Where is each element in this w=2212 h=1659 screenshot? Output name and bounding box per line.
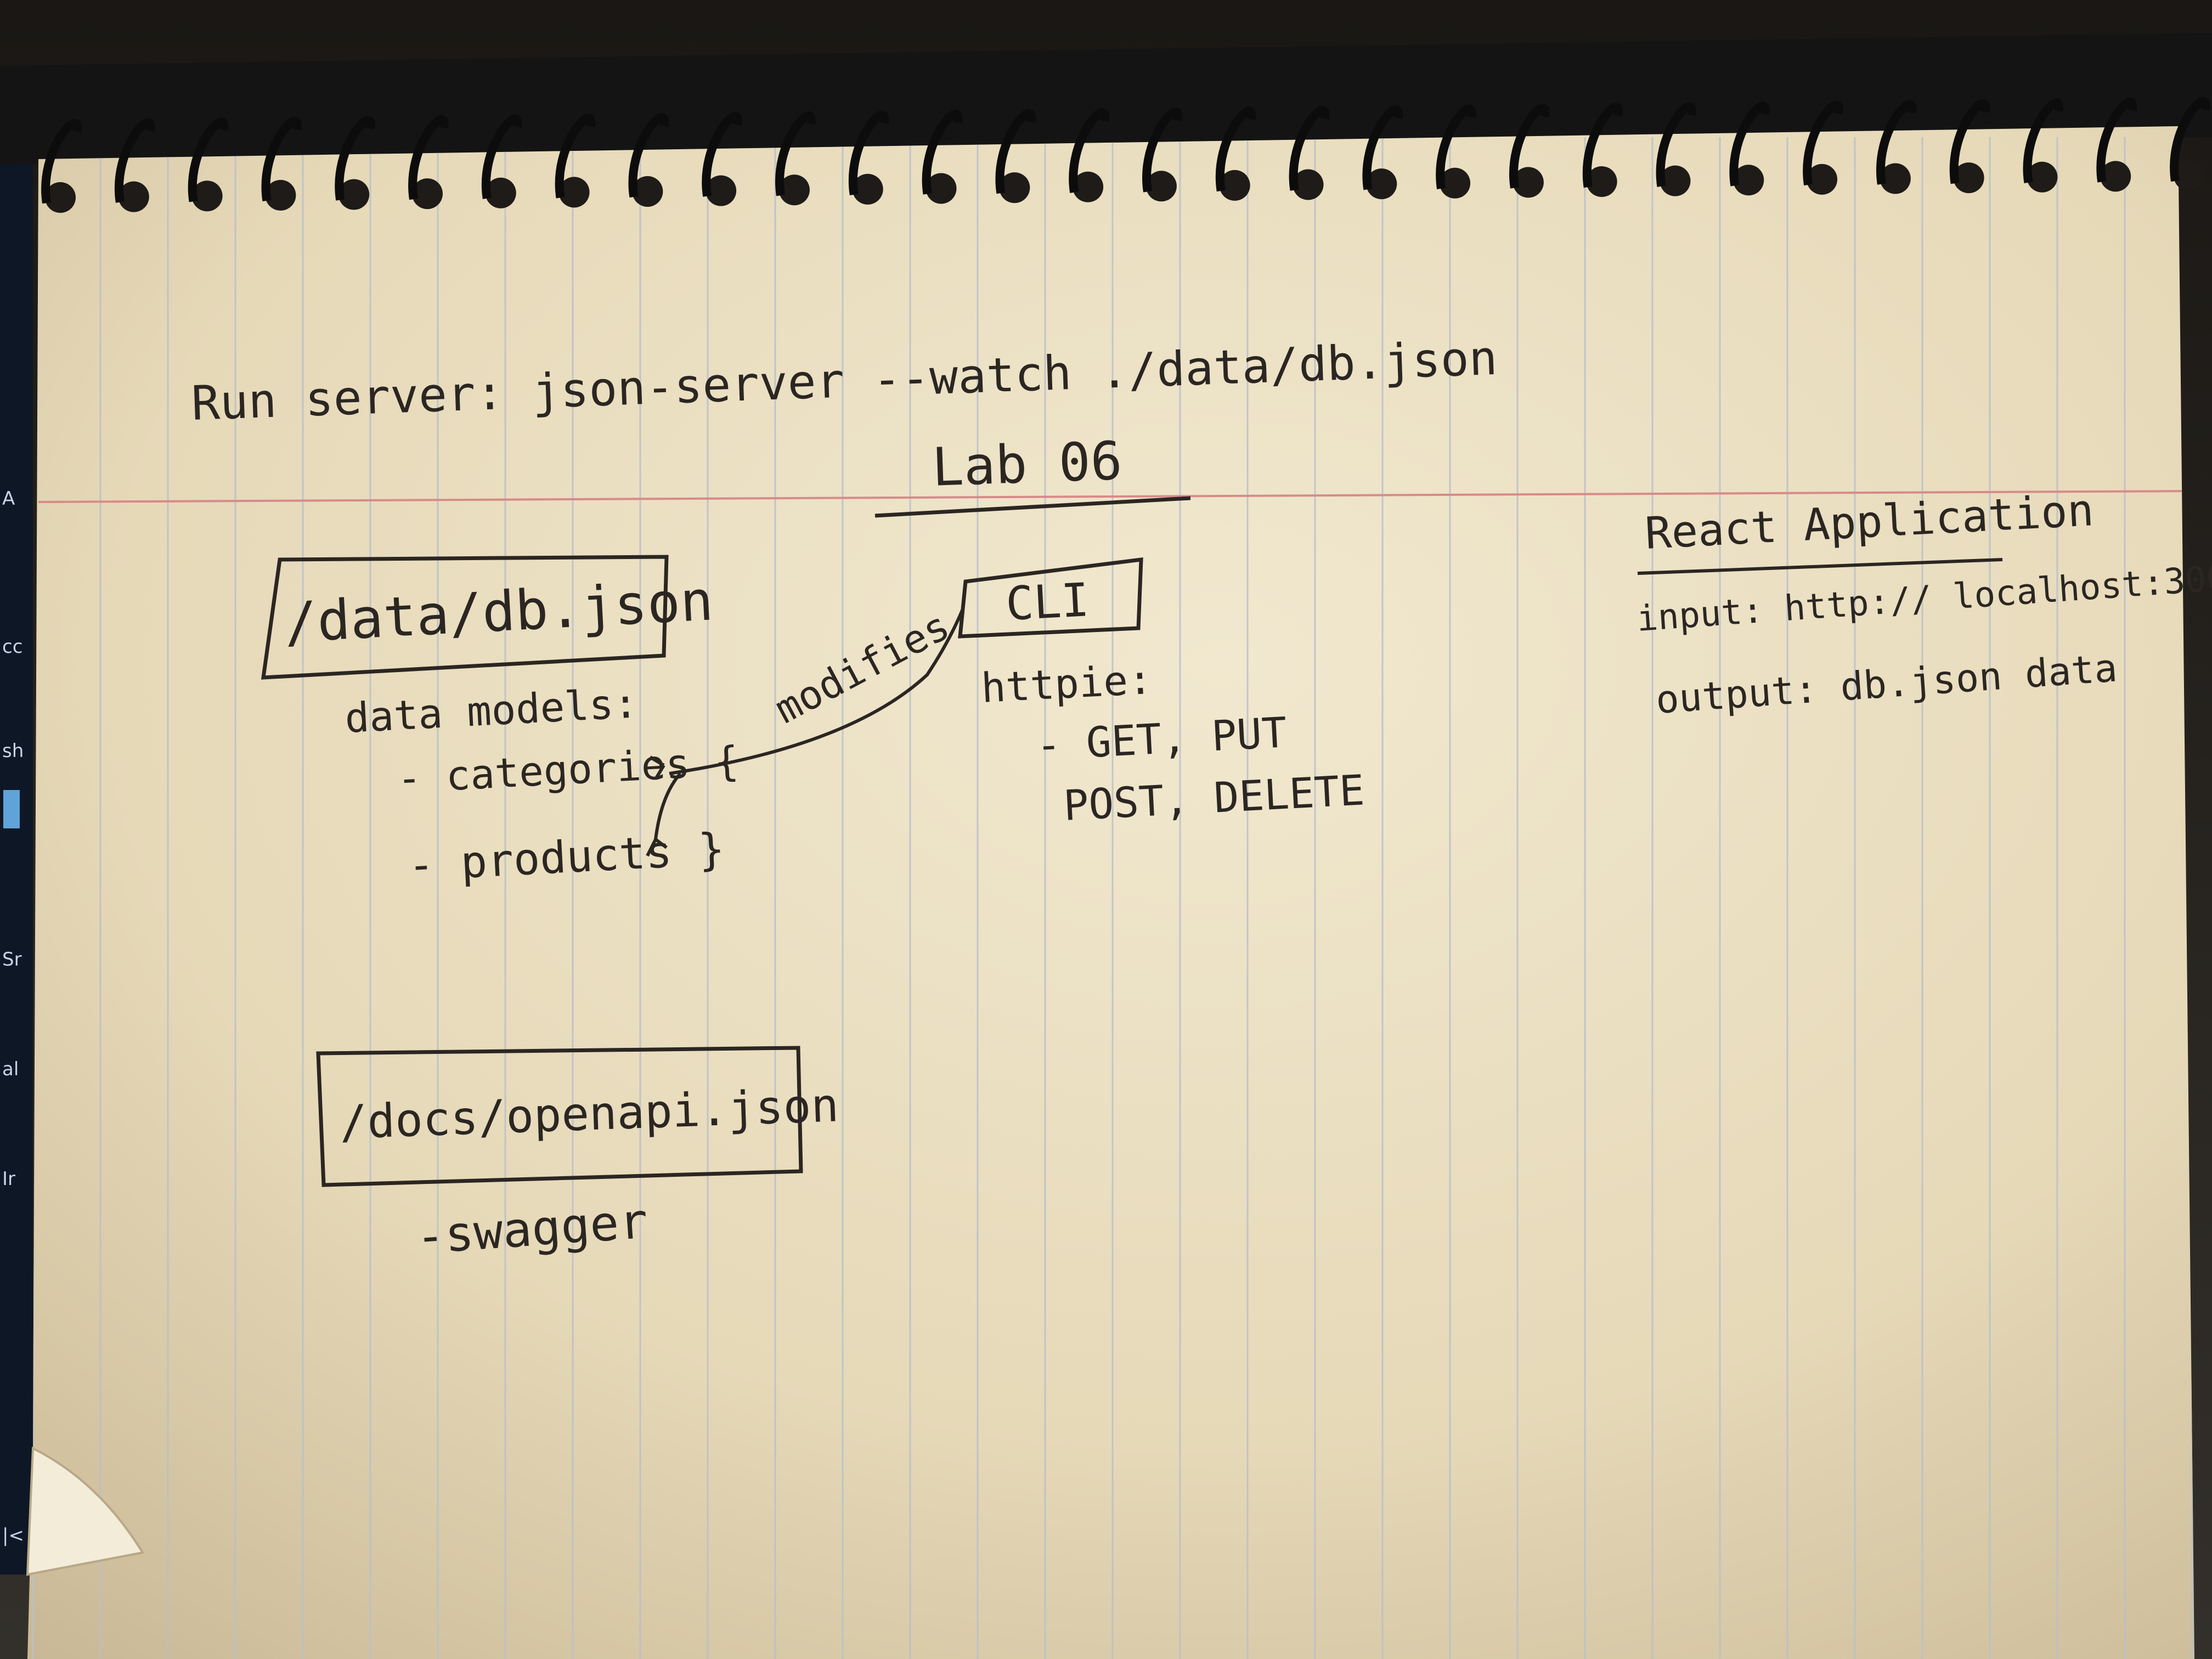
- spiral-hole: [1807, 163, 1838, 195]
- spiral-hole: [632, 176, 663, 207]
- spiral-ring: [1729, 101, 1770, 187]
- paper-curl: [26, 1446, 145, 1576]
- spiral-ring: [2023, 98, 2064, 183]
- spiral-ring: [1949, 99, 1990, 184]
- spiral-ring: [1509, 104, 1550, 189]
- svg-text:Ir: Ir: [2, 1168, 15, 1190]
- spiral-hole: [926, 173, 957, 204]
- spiral-ring: [1876, 100, 1917, 185]
- binder-bar: [0, 33, 2212, 165]
- spiral-ring: [555, 114, 596, 199]
- spiral-ring: [849, 110, 889, 196]
- svg-text:A: A: [2, 488, 15, 510]
- spiral-ring: [1069, 108, 1109, 193]
- lab-title-underline: [874, 496, 1191, 518]
- spiral-ring: [1436, 104, 1476, 189]
- cli-box: CLI: [958, 557, 1143, 639]
- spiral-ring: [1362, 105, 1403, 190]
- spiral-hole: [191, 180, 223, 212]
- spiral-rings: [41, 97, 2210, 213]
- spiral-hole: [778, 174, 810, 206]
- spiral-ring: [1289, 106, 1330, 191]
- spiral-ring: [775, 111, 816, 196]
- spiral-hole: [1366, 168, 1397, 200]
- spiral-hole: [706, 175, 737, 206]
- svg-text:|<: |<: [2, 1525, 24, 1547]
- spiral-ring: [1656, 102, 1697, 187]
- spiral-hole: [1513, 167, 1544, 198]
- spiral-hole: [2100, 161, 2131, 192]
- spiral-ring: [335, 116, 375, 201]
- spiral-hole: [558, 177, 590, 208]
- spiral-ring: [408, 115, 449, 200]
- spiral-hole: [1953, 162, 1984, 194]
- spiral-ring: [1142, 108, 1183, 193]
- spiral-ring: [261, 116, 302, 202]
- svg-text:sh: sh: [2, 740, 24, 762]
- httpie-label: httpie:: [980, 656, 1153, 712]
- lab-title: Lab 06: [874, 430, 1191, 518]
- spiral-hole: [411, 178, 443, 210]
- spiral-hole: [1440, 167, 1471, 199]
- rule-lines: [27, 137, 2194, 1659]
- spiral-hole: [999, 172, 1030, 204]
- spiral-ring: [995, 109, 1036, 194]
- spiral-ring: [2096, 98, 2137, 183]
- spiral-ring: [628, 112, 669, 198]
- spiral-hole: [118, 181, 149, 212]
- spiral-hole: [1586, 166, 1617, 198]
- spiral-ring: [2170, 97, 2210, 182]
- spiral-ring: [115, 118, 155, 203]
- svg-text:cc: cc: [2, 636, 22, 658]
- spiral-hole: [1733, 165, 1764, 196]
- spiral-hole: [45, 182, 76, 213]
- spiral-hole: [338, 179, 370, 210]
- spiral-ring: [41, 119, 82, 204]
- cli-box-label: CLI: [1005, 573, 1091, 631]
- spiral-ring: [922, 110, 963, 195]
- lab-title-text: Lab 06: [931, 430, 1123, 498]
- spiral-ring: [482, 114, 522, 199]
- svg-text:Sr: Sr: [2, 949, 22, 970]
- spiral-ring: [1215, 106, 1256, 192]
- spiral-hole: [852, 173, 883, 205]
- spiral-hole: [1073, 171, 1104, 202]
- spiral-hole: [2174, 160, 2204, 191]
- spiral-hole: [1146, 171, 1177, 202]
- spiral-hole: [265, 179, 296, 211]
- spiral-hole: [1880, 163, 1911, 194]
- spiral-hole: [1660, 165, 1691, 196]
- spiral-hole: [1219, 170, 1250, 201]
- spiral-hole: [2027, 161, 2058, 193]
- spiral-hole: [1293, 169, 1324, 200]
- react-heading-underline: [1637, 558, 2003, 575]
- monitor-edge: A cc sh Sr al Ir |<: [0, 137, 33, 1575]
- svg-text:al: al: [2, 1058, 19, 1080]
- spiral-ring: [1803, 100, 1843, 186]
- spiral-ring: [1582, 103, 1623, 188]
- spiral-hole: [485, 177, 516, 208]
- spiral-ring: [188, 117, 229, 202]
- spiral-ring: [702, 112, 742, 197]
